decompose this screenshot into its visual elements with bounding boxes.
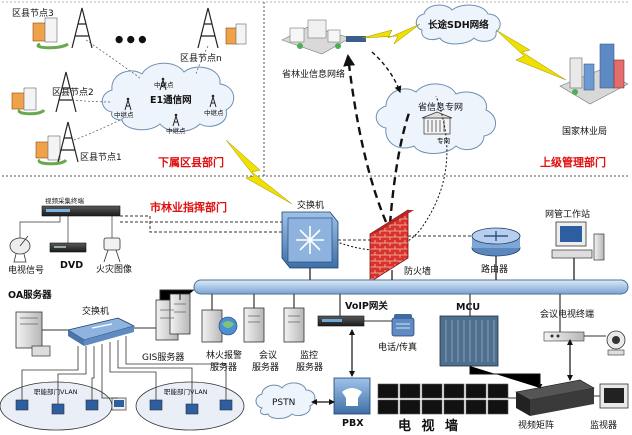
phone-fax-label: 电话/传真 <box>378 341 417 353</box>
ptz-camera-icon <box>606 330 626 356</box>
svg-text:中继点: 中继点 <box>114 110 134 119</box>
tv-signal-label: 电视信号 <box>8 264 44 276</box>
relay-tower-icon: 中继点 <box>154 77 174 91</box>
firewall-label: 防火墙 <box>404 265 431 277</box>
conf-terminal-label: 会议电视终端 <box>540 308 594 320</box>
lightning-bolt-icon <box>225 139 293 205</box>
county-node-2-label: 区县节点2 <box>52 87 94 98</box>
svg-text:职能部门VLAN: 职能部门VLAN <box>34 387 78 396</box>
tv-wall-icon <box>377 383 509 415</box>
firewall-icon <box>369 209 414 283</box>
monitor-server-label-1: 监控 <box>300 349 318 361</box>
vlan-cluster-2: 职能部门VLAN <box>135 381 245 431</box>
pc-icon <box>111 397 127 411</box>
section-title-city: 市林业指挥部门 <box>150 200 227 214</box>
meeting-server-label-2: 服务器 <box>252 361 279 373</box>
lightning-bolt-icon <box>495 29 567 81</box>
county-node-2: 区县节点2 <box>11 71 94 116</box>
sdh-network-label: 长途SDH网络 <box>428 19 489 31</box>
vlan-cluster-1: 职能部门VLAN <box>0 381 113 431</box>
core-switch-label: 交换机 <box>297 199 324 211</box>
video-capture-terminal: 视频采集终端 <box>41 196 121 217</box>
monitor-label: 监视器 <box>590 419 617 431</box>
national-bureau-label: 国家林业局 <box>562 125 607 137</box>
access-switch-label: 交换机 <box>82 305 109 317</box>
oa-server-icon <box>15 311 51 357</box>
video-matrix-label: 视频矩阵 <box>518 419 554 431</box>
section-title-county: 下属区县部门 <box>158 155 224 169</box>
pbx-label: PBX <box>342 418 364 429</box>
county-node-n: 区县节点n <box>180 7 247 64</box>
video-matrix-icon <box>515 379 595 416</box>
svg-text:职能部门VLAN: 职能部门VLAN <box>164 387 208 396</box>
fire-alarm-server-icon <box>201 309 238 343</box>
svg-text:中继点: 中继点 <box>154 80 174 89</box>
provincial-network-icon <box>281 19 366 55</box>
video-terminal-label: 视频采集终端 <box>45 196 85 205</box>
relay-tower-icon: 中继点 <box>114 97 134 119</box>
svg-text:中继点: 中继点 <box>166 126 186 135</box>
fire-alarm-server-label-1: 林火报警 <box>206 349 242 361</box>
mcu-icon <box>439 315 499 367</box>
workstation-icon <box>551 221 605 261</box>
monitor-icon <box>599 383 629 409</box>
dvd-player-icon <box>49 242 87 253</box>
monitor-server-label-2: 服务器 <box>296 361 323 373</box>
private-net-label: 专网 <box>437 136 450 145</box>
conference-terminal-icon <box>543 331 585 342</box>
e1-network-cloud <box>101 62 235 132</box>
upper-area: 省林业信息网络 长途SDH网络 国家林业局 省信息专网 专网 上级管理部门 <box>281 4 629 169</box>
county-area: E1通信网 中继点 中继点 中继点 中继点 区县节点3 <box>11 7 247 169</box>
ellipsis-dots: ● ● ● <box>115 34 146 45</box>
pstn-label: PSTN <box>272 398 295 408</box>
fire-alarm-server-label-2: 服务器 <box>210 361 237 373</box>
county-node-3: 区县节点3 <box>12 7 93 50</box>
county-node-1-label: 区县节点1 <box>80 152 122 163</box>
section-title-upper: 上级管理部门 <box>540 155 606 169</box>
county-node-n-label: 区县节点n <box>180 53 222 64</box>
relay-tower-icon: 中继点 <box>166 113 186 135</box>
mcu-label: MCU <box>456 302 480 313</box>
monitor-server-icon <box>283 307 305 343</box>
provincial-private-net-label: 省信息专网 <box>418 101 463 113</box>
lightning-bolt-icon <box>361 23 421 45</box>
meeting-server-icon <box>243 307 265 343</box>
router-label: 路由器 <box>481 263 508 275</box>
city-area: 市林业指挥部门 视频采集终端 电视信号 DVD 火灾图像 <box>0 196 629 434</box>
sdh-cloud <box>415 4 501 45</box>
pstn-cloud <box>255 382 316 419</box>
meeting-server-label-1: 会议 <box>259 349 277 361</box>
e1-network-label: E1通信网 <box>150 94 192 106</box>
section-dividers <box>2 1 630 177</box>
camera-icon <box>103 237 121 263</box>
county-node-1: 区县节点1 <box>35 121 122 166</box>
satellite-dish-icon <box>9 235 31 263</box>
voip-gateway-icon <box>317 315 365 327</box>
core-switch-icon <box>281 211 339 269</box>
county-node-3-label: 区县节点3 <box>12 8 54 19</box>
gis-server-label: GIS服务器 <box>142 351 184 363</box>
phone-icon <box>391 314 415 337</box>
fire-image-label: 火灾图像 <box>96 263 132 275</box>
pbx-icon <box>333 377 371 415</box>
tv-wall-label: 电 视 墙 <box>398 418 461 434</box>
backbone-bus <box>193 279 629 295</box>
nms-station-label: 网管工作站 <box>545 208 590 220</box>
national-bureau-icon <box>559 43 629 105</box>
relay-tower-icon: 中继点 <box>204 94 224 117</box>
provincial-network-label: 省林业信息网络 <box>282 68 345 80</box>
oa-server-label: OA服务器 <box>8 289 52 301</box>
access-switch-icon <box>66 317 136 346</box>
dvd-label: DVD <box>60 260 83 271</box>
voip-gateway-label: VoIP网关 <box>345 300 388 312</box>
svg-text:中继点: 中继点 <box>204 108 224 117</box>
gis-server-icon <box>155 293 191 341</box>
router-icon <box>471 227 521 257</box>
